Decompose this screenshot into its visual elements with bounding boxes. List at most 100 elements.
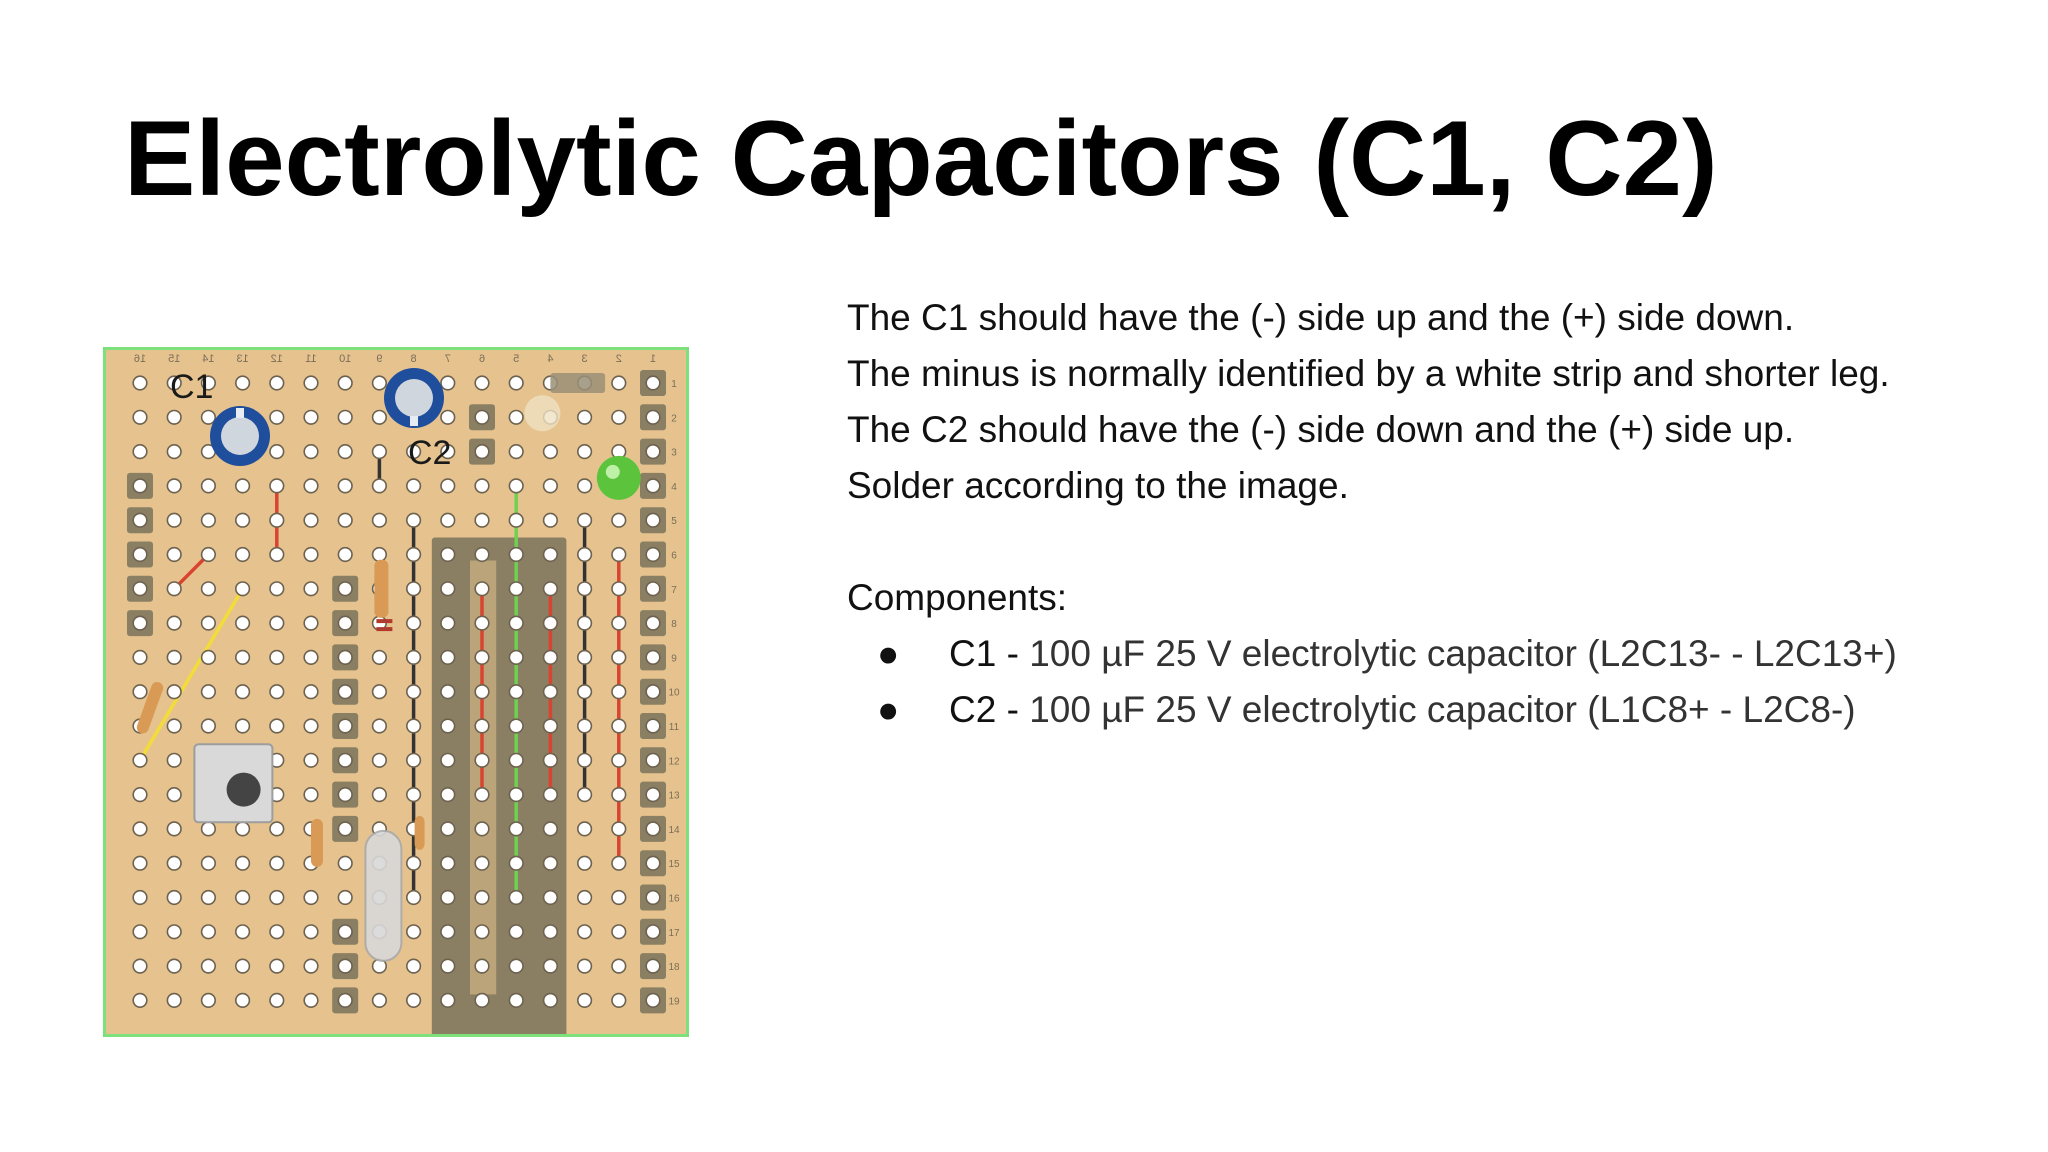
- solder-pad: [542, 821, 559, 837]
- solder-pad: [337, 684, 353, 700]
- solder-pad: [200, 924, 216, 940]
- solder-pad: [474, 443, 490, 460]
- solder-pad: [611, 855, 627, 871]
- solder-pad: [132, 478, 148, 494]
- column-number: 12: [271, 353, 283, 365]
- row-number: 11: [669, 722, 680, 733]
- solder-pad: [508, 787, 524, 803]
- row-number: 5: [671, 516, 677, 527]
- solder-pad: [132, 443, 148, 460]
- solder-pad: [611, 546, 627, 563]
- solder-pad: [508, 958, 524, 974]
- solder-pad: [337, 889, 353, 906]
- solder-pad: [235, 375, 251, 391]
- solder-pad: [132, 684, 148, 700]
- solder-pad: [166, 409, 182, 425]
- solder-pad: [200, 615, 216, 631]
- solder-pad: [337, 375, 353, 391]
- solder-pad: [645, 478, 661, 494]
- row-number: 9: [671, 653, 677, 664]
- resistor: [374, 559, 389, 618]
- solder-pad: [577, 821, 593, 837]
- solder-pad: [132, 958, 148, 974]
- solder-pad: [542, 512, 559, 528]
- solder-pad: [611, 375, 627, 391]
- solder-pad: [371, 443, 388, 460]
- solder-pad: [406, 924, 422, 940]
- solder-pad: [508, 855, 524, 871]
- solder-pad: [577, 787, 593, 803]
- solder-pad: [166, 581, 182, 597]
- solder-pad: [577, 443, 593, 460]
- solder-pad: [611, 649, 627, 666]
- solder-pad: [303, 649, 319, 666]
- solder-pad: [269, 375, 285, 391]
- solder-pad: [611, 752, 627, 768]
- row-number: 4: [671, 482, 677, 493]
- solder-pad: [337, 821, 353, 837]
- solder-pad: [235, 512, 251, 528]
- solder-pad: [166, 889, 182, 906]
- component-description: 100 µF 25 V electrolytic capacitor (L2C1…: [1029, 633, 1897, 674]
- solder-pad: [577, 752, 593, 768]
- solder-pad: [577, 958, 593, 974]
- solder-pad: [166, 512, 182, 528]
- diode: [524, 395, 561, 432]
- slide-title: Electrolytic Capacitors (C1, C2): [124, 98, 1718, 218]
- solder-pad: [269, 649, 285, 666]
- solder-pad: [440, 581, 456, 597]
- capacitor-c2-stripe: [410, 416, 418, 426]
- solder-pad: [508, 443, 524, 460]
- solder-pad: [508, 992, 524, 1009]
- solder-pad: [440, 992, 456, 1009]
- row-number: 8: [671, 619, 677, 630]
- solder-pad: [337, 992, 353, 1009]
- instruction-line: Solder according to the image.: [847, 465, 1349, 506]
- instruction-line: The C2 should have the (-) side down and…: [847, 409, 1795, 450]
- capacitor-c2-top: [395, 379, 433, 417]
- solder-pad: [132, 409, 148, 425]
- solder-pad: [508, 924, 524, 940]
- solder-pad: [337, 787, 353, 803]
- solder-pad: [269, 889, 285, 906]
- solder-pad: [200, 649, 216, 666]
- solder-pad: [645, 992, 661, 1009]
- solder-pad: [235, 855, 251, 871]
- solder-pad: [645, 752, 661, 768]
- solder-pad: [303, 546, 319, 563]
- row-number: 1: [671, 379, 677, 390]
- jumper: [550, 373, 606, 393]
- solder-pad: [611, 924, 627, 940]
- row-number: 3: [671, 448, 677, 459]
- solder-pad: [645, 821, 661, 837]
- solder-pad: [611, 958, 627, 974]
- solder-pad: [645, 409, 661, 425]
- solder-pad: [542, 855, 559, 871]
- column-number: 13: [236, 353, 248, 365]
- solder-pad: [200, 581, 216, 597]
- solder-pad: [132, 924, 148, 940]
- solder-pad: [645, 855, 661, 871]
- solder-pad: [440, 821, 456, 837]
- solder-pad: [406, 958, 422, 974]
- wire: [172, 552, 211, 591]
- solder-pad: [303, 375, 319, 391]
- solder-pad: [269, 478, 285, 494]
- solder-pad: [508, 649, 524, 666]
- solder-pad: [577, 855, 593, 871]
- solder-pad: [474, 821, 490, 837]
- solder-pad: [474, 478, 490, 494]
- solder-pad: [474, 958, 490, 974]
- solder-pad: [508, 478, 524, 494]
- solder-pad: [337, 855, 353, 871]
- solder-pad: [235, 889, 251, 906]
- wire: [138, 587, 245, 763]
- row-number: 18: [668, 962, 680, 973]
- solder-pad: [508, 821, 524, 837]
- solder-pad: [406, 889, 422, 906]
- solder-pad: [645, 958, 661, 974]
- solder-pad: [337, 409, 353, 425]
- solder-pad: [406, 787, 422, 803]
